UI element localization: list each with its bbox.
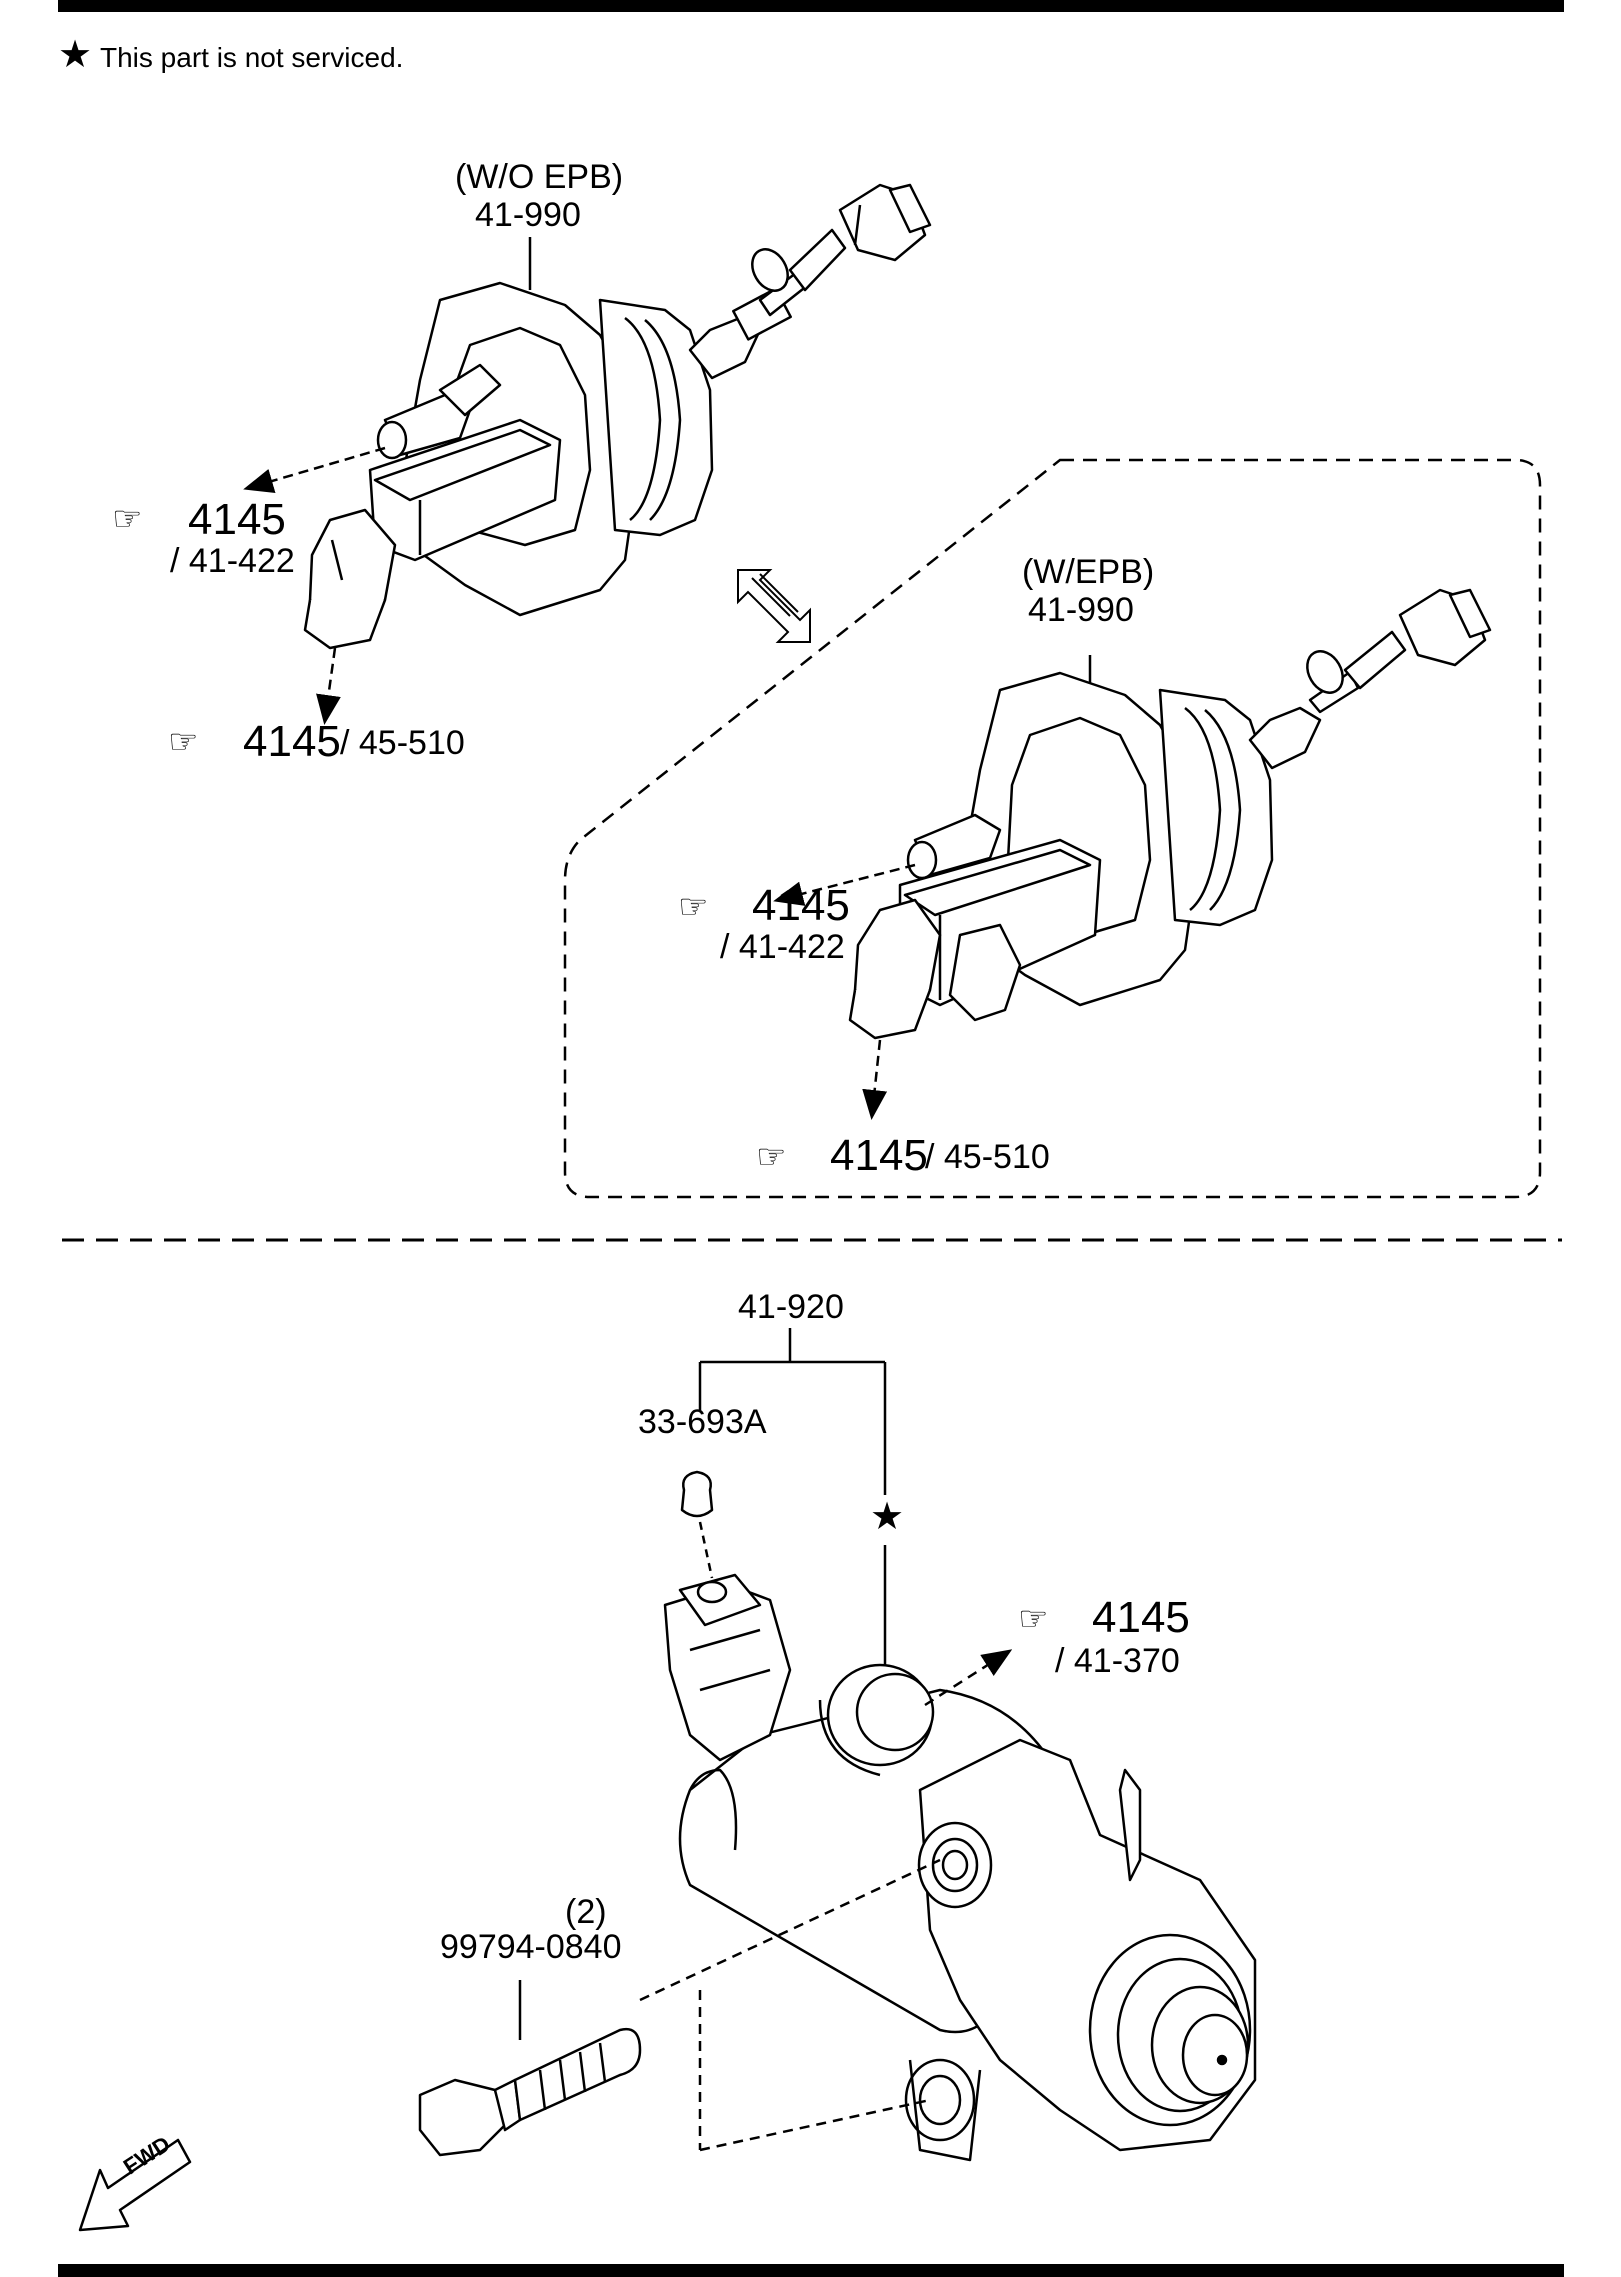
wo-epb-variant-label: (W/O EPB) [455, 158, 624, 196]
lower-ref-sub: / 41-370 [1055, 1642, 1180, 1680]
group-part-number: 41-920 [738, 1288, 844, 1326]
star-icon: ★ [870, 1496, 905, 1538]
w-epb-ref2-section[interactable]: 4145 [830, 1131, 928, 1180]
w-epb-ref2-sub: / 45-510 [925, 1138, 1050, 1176]
w-epb-ref1-section[interactable]: 4145 [752, 881, 850, 930]
star-icon: ★ [58, 34, 93, 76]
wo-epb-ref1-sub: / 41-422 [170, 542, 295, 580]
pointing-hand-icon: ☞ [756, 1138, 787, 1176]
wo-epb-ref1-section[interactable]: 4145 [188, 495, 286, 544]
w-epb-part-number: 41-990 [1028, 591, 1134, 629]
master-cylinder-w-epb [773, 588, 1492, 1120]
w-epb-ref1-sub: / 41-422 [720, 928, 845, 966]
slave-cylinder [663, 1470, 1257, 2162]
wo-epb-ref2-section[interactable]: 4145 [243, 717, 341, 766]
top-border [58, 0, 1564, 12]
lower-ref-section[interactable]: 4145 [1092, 1593, 1190, 1642]
pointing-hand-icon: ☞ [1018, 1600, 1049, 1638]
pointing-hand-icon: ☞ [168, 723, 199, 761]
wo-epb-ref2-sub: / 45-510 [340, 724, 465, 762]
w-epb-group-box [563, 458, 1542, 1199]
bolt-part-number: 99794-0840 [440, 1928, 622, 1966]
wo-epb-part-number: 41-990 [475, 196, 581, 234]
bleeder-cap-part-number: 33-693A [638, 1403, 767, 1441]
master-cylinder-wo-epb [243, 183, 932, 725]
w-epb-variant-label: (W/EPB) [1022, 553, 1155, 591]
pointing-hand-icon: ☞ [678, 888, 709, 926]
pointing-hand-icon: ☞ [112, 500, 143, 538]
alternate-arrow-icon [737, 569, 811, 643]
lower-dashed-leaders [639, 1649, 1013, 2152]
bolt-quantity: (2) [565, 1893, 607, 1931]
bolt [418, 1980, 642, 2157]
bottom-border [58, 2264, 1564, 2277]
fwd-arrow-icon [78, 2138, 192, 2232]
notice-text: This part is not serviced. [100, 42, 404, 73]
